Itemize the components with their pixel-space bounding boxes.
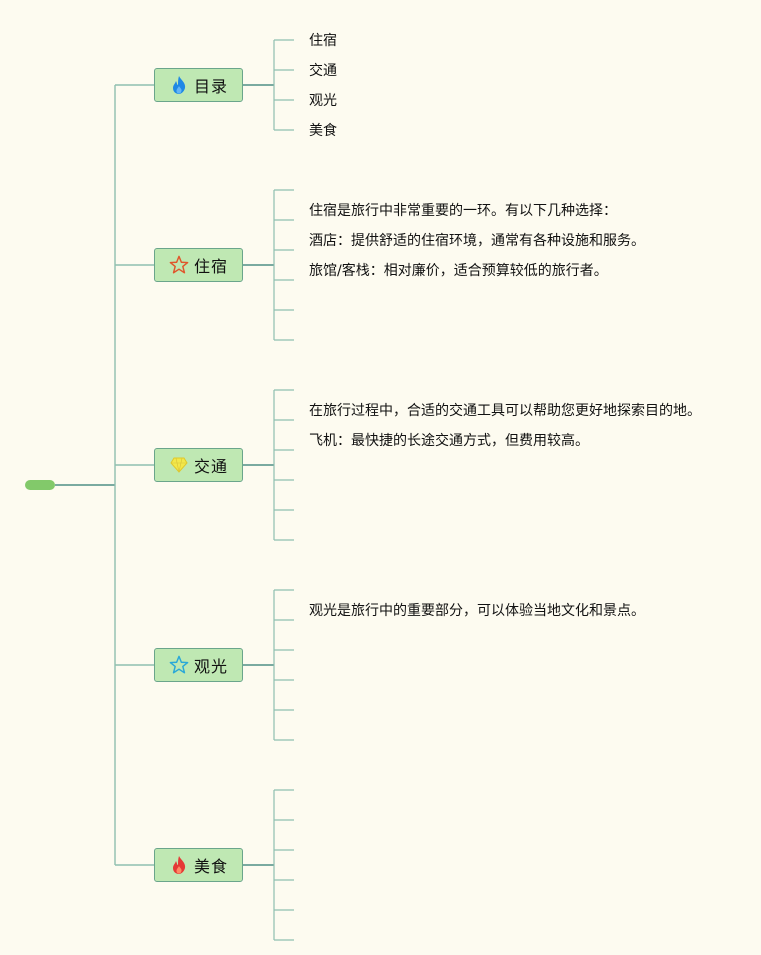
topic-node-catalog[interactable]: 目录: [154, 68, 243, 102]
leaf-text[interactable]: 交通: [309, 63, 337, 79]
topic-node-accommodation[interactable]: 住宿: [154, 248, 243, 282]
root-node[interactable]: [25, 480, 55, 490]
leaf-text[interactable]: 在旅行过程中，合适的交通工具可以帮助您更好地探索目的地。: [309, 403, 701, 419]
leaf-text[interactable]: 住宿: [309, 33, 337, 49]
topic-node-food[interactable]: 美食: [154, 848, 243, 882]
leaf-text[interactable]: 酒店：提供舒适的住宿环境，通常有各种设施和服务。: [309, 233, 645, 249]
red-star-outline-icon: [169, 255, 189, 275]
leaf-text[interactable]: 旅馆/客栈：相对廉价，适合预算较低的旅行者。: [309, 263, 608, 279]
leaf-text[interactable]: 观光是旅行中的重要部分，可以体验当地文化和景点。: [309, 603, 645, 619]
topic-node-transport[interactable]: 交通: [154, 448, 243, 482]
blue-star-outline-icon: [169, 655, 189, 675]
leaf-text[interactable]: 美食: [309, 123, 337, 139]
leaf-text[interactable]: 住宿是旅行中非常重要的一环。有以下几种选择：: [309, 203, 617, 219]
topic-label: 观光: [193, 657, 228, 676]
topic-label: 美食: [193, 857, 228, 876]
topic-label: 目录: [193, 77, 228, 96]
leaf-text[interactable]: 飞机：最快捷的长途交通方式，但费用较高。: [309, 433, 589, 449]
topic-label: 交通: [193, 457, 228, 476]
blue-flame-icon: [169, 75, 189, 95]
topic-label: 住宿: [193, 257, 228, 276]
yellow-gem-icon: [169, 455, 189, 475]
red-flame-icon: [169, 855, 189, 875]
topic-node-sightseeing[interactable]: 观光: [154, 648, 243, 682]
leaf-text[interactable]: 观光: [309, 93, 337, 109]
